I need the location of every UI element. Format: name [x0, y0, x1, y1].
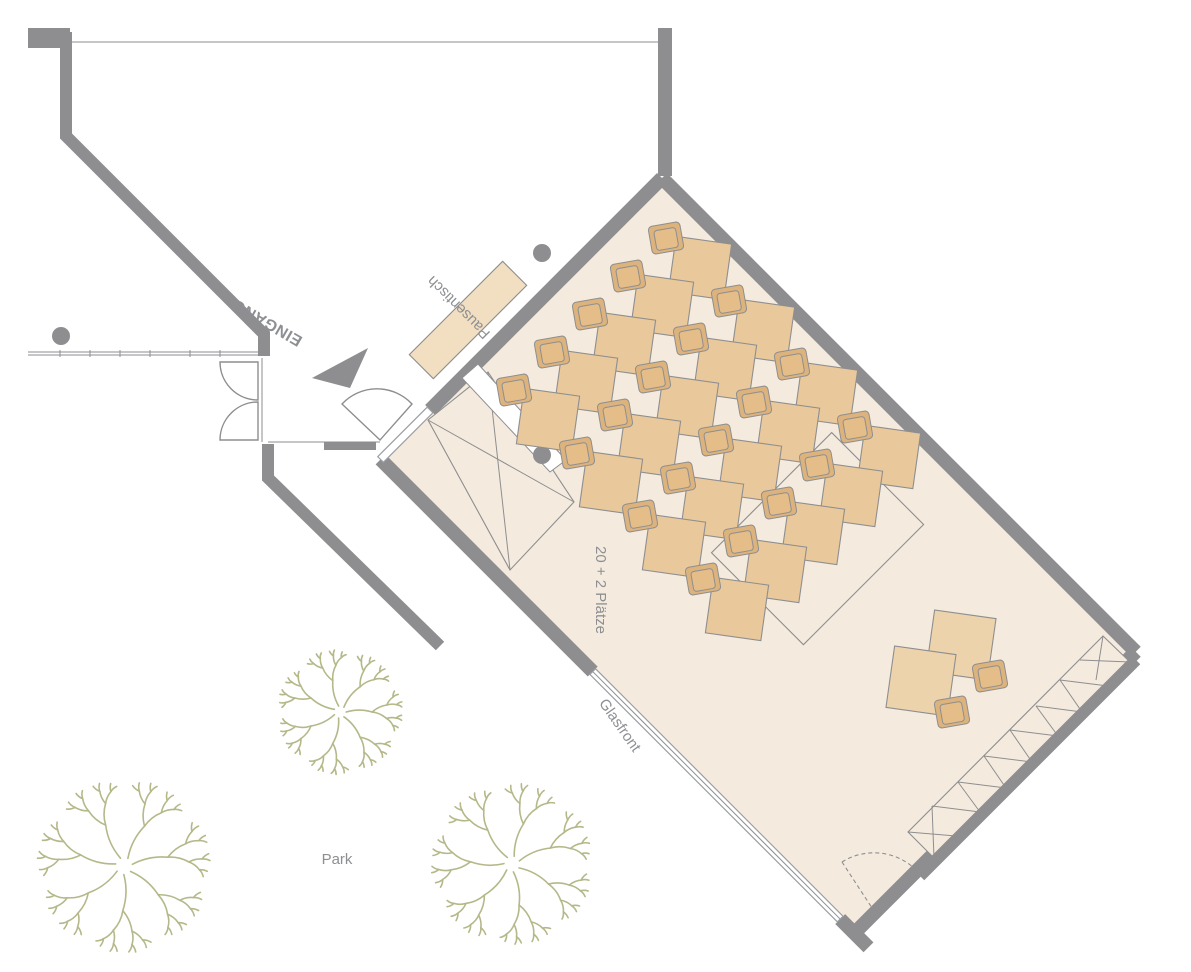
entrance-glass	[376, 406, 434, 464]
chair	[495, 373, 533, 407]
desk	[578, 450, 644, 516]
column-3	[533, 446, 551, 464]
park-trees	[36, 649, 591, 953]
chair	[558, 436, 596, 470]
room-wall-left-upper	[425, 173, 667, 415]
front-tables	[885, 609, 1009, 729]
chair	[659, 461, 697, 495]
chair	[760, 486, 798, 520]
chair	[697, 423, 735, 457]
chair	[722, 524, 760, 558]
chair	[533, 335, 571, 369]
front-table-2	[885, 645, 957, 717]
chair	[836, 410, 874, 444]
chair	[798, 448, 836, 482]
door-left-upper	[219, 361, 259, 401]
column-2	[533, 244, 551, 262]
chair	[571, 297, 609, 331]
inner-wall	[915, 655, 1141, 881]
vestibule	[28, 28, 672, 651]
wall-upper-left	[28, 32, 270, 356]
wall-lower-left	[262, 444, 445, 651]
chair	[634, 360, 672, 394]
chair	[672, 322, 710, 356]
desk	[515, 387, 581, 453]
room-wall-bottom-left	[375, 454, 598, 677]
entrance-door	[341, 388, 413, 442]
tree-icon	[279, 649, 403, 776]
glass-front-inner	[592, 671, 841, 920]
entrance-arrow-icon	[312, 348, 368, 388]
chair	[596, 398, 634, 432]
door-left-lower	[219, 401, 259, 441]
chair	[933, 695, 971, 729]
chair	[710, 284, 748, 318]
column-1	[52, 327, 70, 345]
facade-ticks	[59, 350, 221, 357]
chair	[609, 259, 647, 293]
room-wall-bottom-right	[835, 914, 874, 953]
desk	[704, 576, 770, 642]
room-wall-top	[657, 173, 1141, 657]
break-table	[408, 260, 528, 380]
chair	[647, 221, 685, 255]
door-swing-exit	[841, 852, 919, 873]
chair	[773, 347, 811, 381]
desk-grid	[495, 221, 922, 642]
park-label: Park	[322, 851, 353, 868]
tree-icon	[430, 783, 591, 945]
seats-label: 20 + 2 Plätze	[592, 546, 609, 634]
desk	[641, 513, 707, 579]
tree-icon	[36, 782, 211, 953]
chair	[971, 659, 1009, 693]
chair	[735, 385, 773, 419]
chair	[684, 562, 722, 596]
chair	[621, 499, 659, 533]
